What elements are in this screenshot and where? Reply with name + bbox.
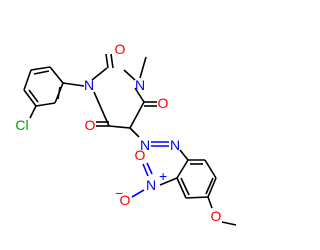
atom-o4: O: [158, 95, 169, 111]
methoxy-group: [207, 196, 237, 226]
carbonyl-bonds: [96, 53, 157, 127]
atom-azo-n1: N: [140, 137, 150, 153]
atom-n3: N: [135, 77, 145, 93]
bond-azo-aryl: [179, 149, 189, 161]
atom-nitro-o2: O: [120, 192, 131, 208]
molecule-structure: N N O O O Cl N N N + O O − O: [15, 41, 237, 226]
azo-linkage: [129, 127, 189, 161]
bond-aryl-methoxy: [207, 196, 213, 209]
charge-nitro-o: −: [115, 185, 123, 201]
bond-c5-c6: [108, 125, 131, 129]
bond-c2-n3: [123, 69, 136, 81]
atom-cl: Cl: [15, 117, 28, 133]
chlorophenyl-ring: [23, 66, 85, 119]
atom-n1: N: [84, 77, 94, 93]
bond-c6-n1: [93, 91, 110, 127]
bond-c2-o: [105, 53, 109, 69]
bond-aryl-nitro: [159, 177, 178, 186]
pyrimidine-ring: [91, 67, 145, 129]
atom-nitro-o1: O: [135, 147, 146, 163]
bond-c5-azo: [129, 127, 140, 138]
bond-methoxy-methyl: [221, 221, 237, 226]
bond-n1-c2: [91, 67, 108, 81]
methoxy-nitrophenyl-ring: [176, 159, 217, 199]
nitro-group: [131, 162, 178, 198]
atom-o2: O: [115, 41, 126, 57]
atom-labels: N N O O O Cl N N N + O O − O: [15, 41, 221, 224]
atom-azo-n2: N: [170, 137, 180, 153]
charge-nitro-n: +: [159, 168, 167, 184]
atom-nitro-n: N: [146, 177, 156, 193]
bond-n1-aryl: [62, 82, 85, 87]
bond-c4-c5: [129, 101, 145, 129]
bond-n3-methyl: [139, 56, 147, 79]
bond-aryl-cl: [29, 105, 37, 119]
bond-n3-c4: [134, 87, 145, 103]
bond-nitro-o2: [131, 189, 145, 198]
atom-methoxy-o: O: [211, 208, 222, 224]
bond-nitro-o1: [142, 163, 149, 177]
atom-o6: O: [85, 117, 96, 133]
